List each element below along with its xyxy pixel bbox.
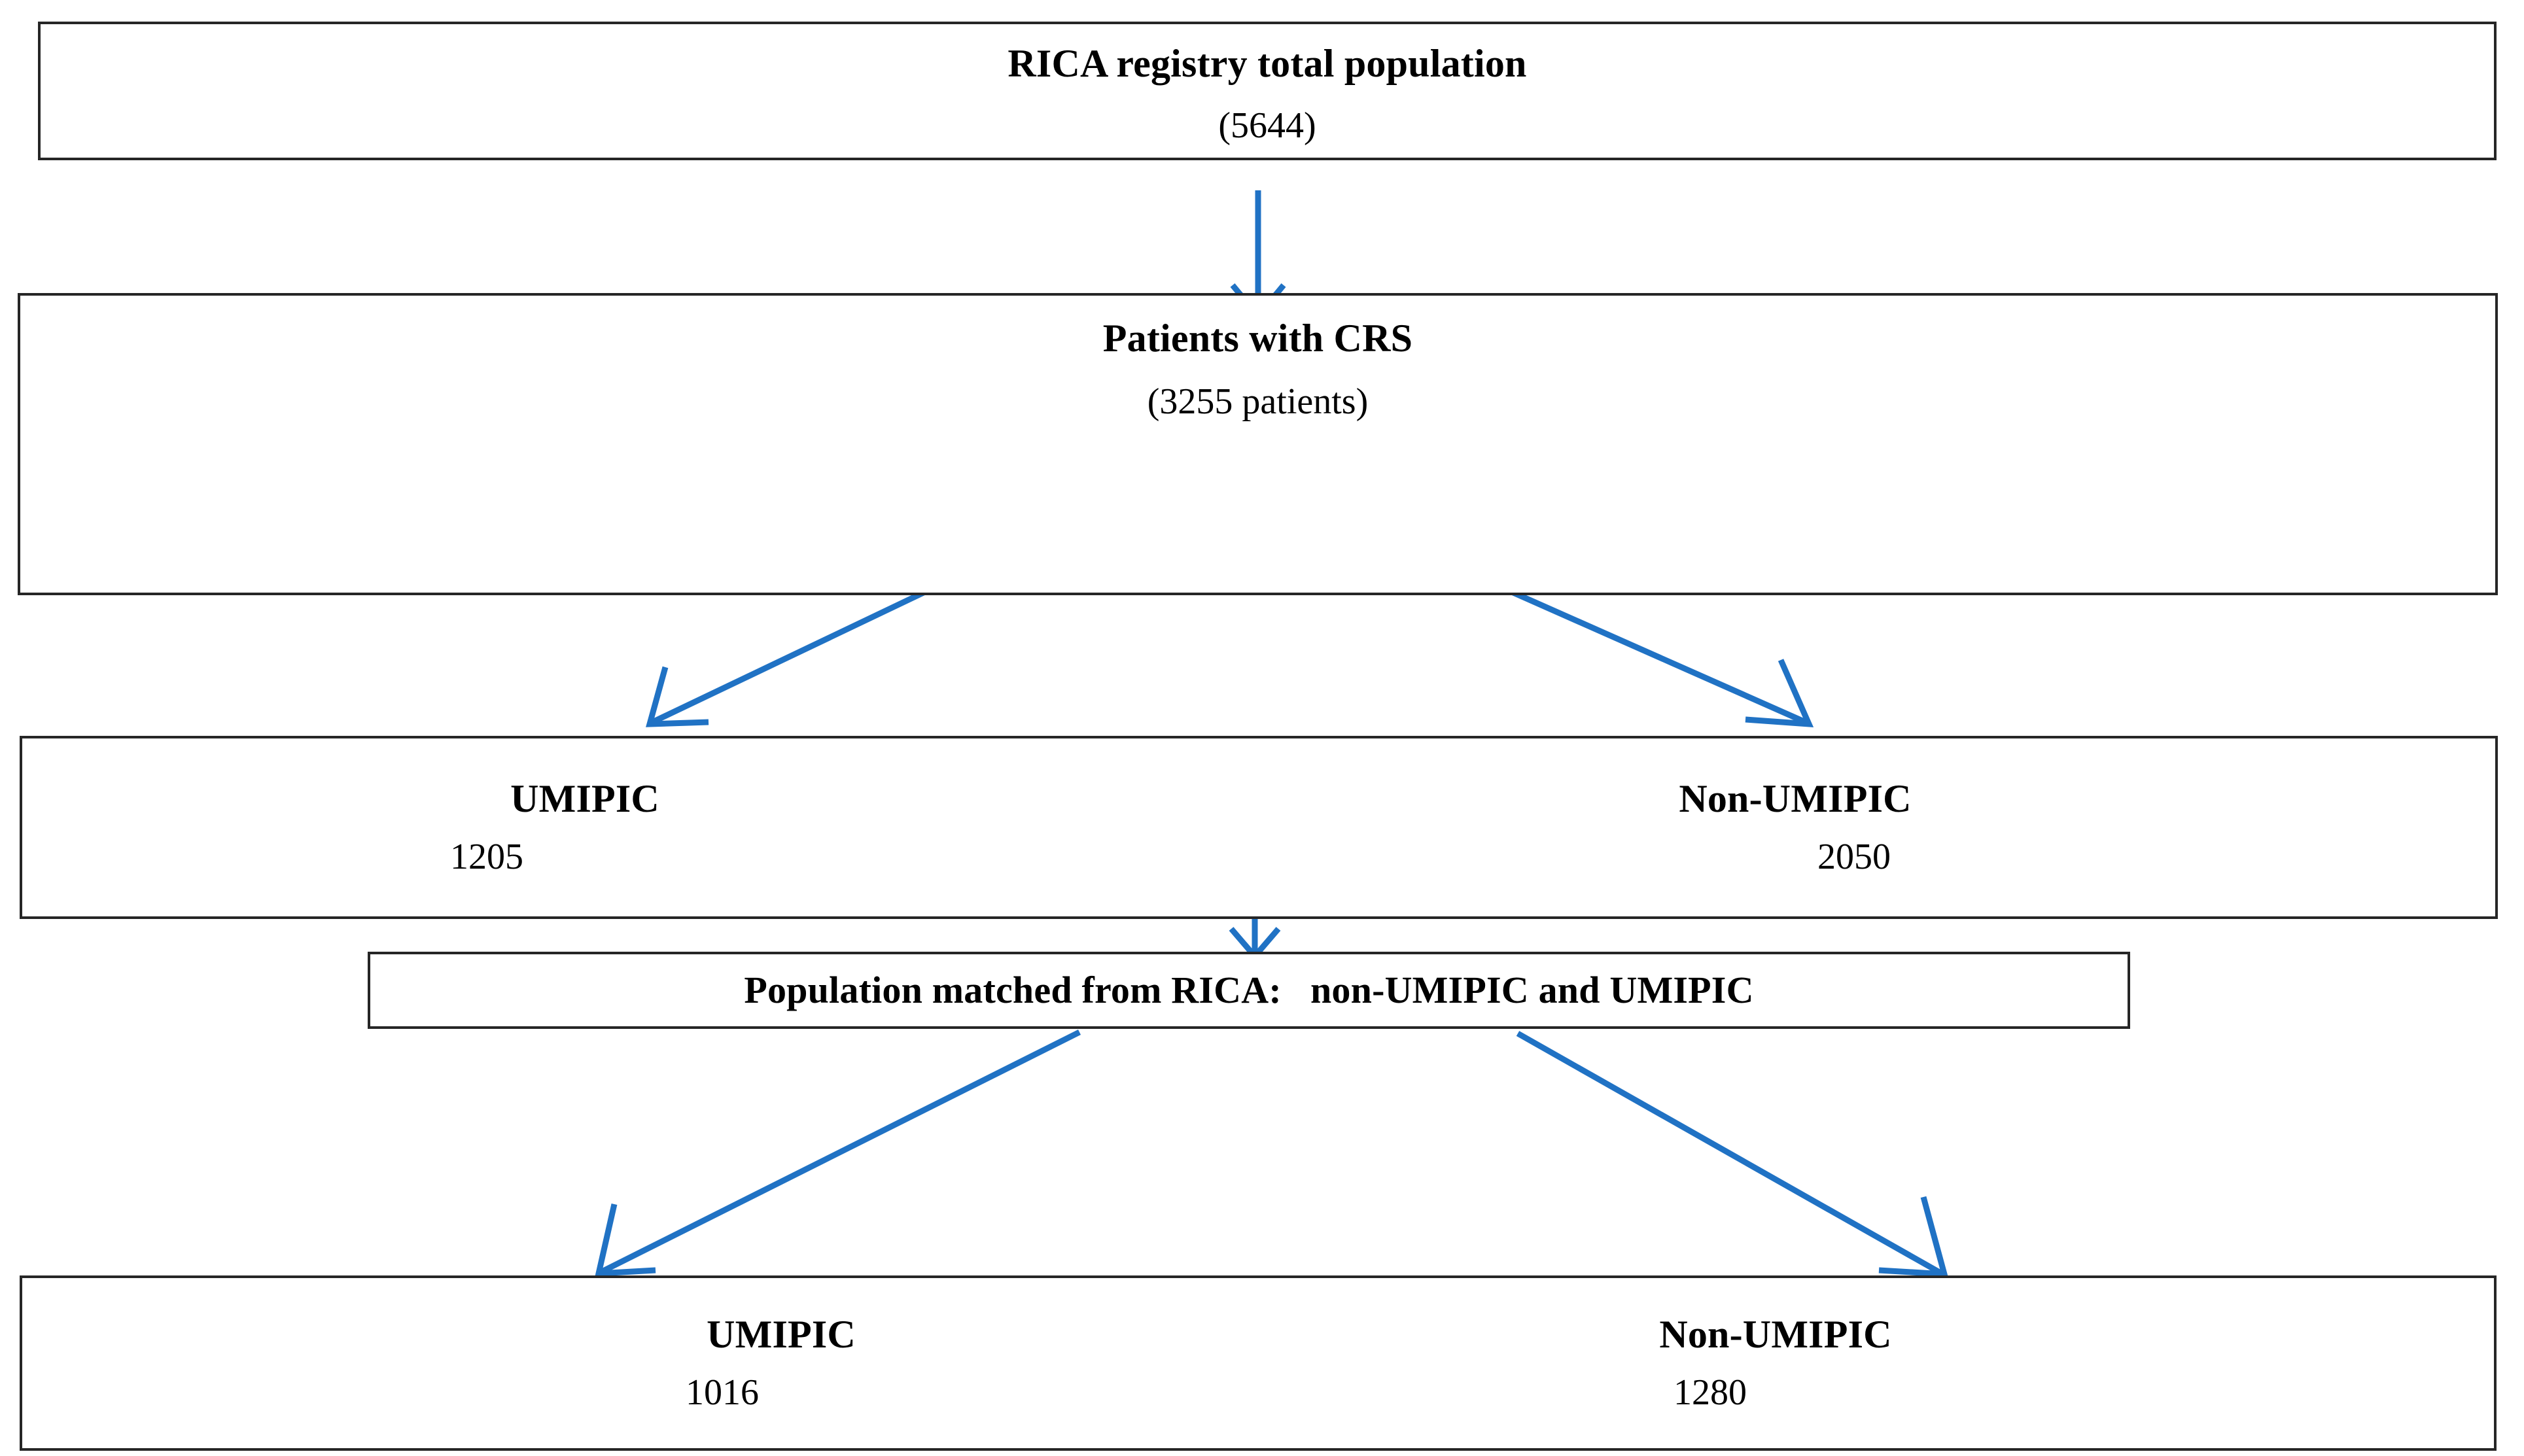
node-final-cohort-non-umipic-count: 1280 bbox=[1674, 1372, 1747, 1413]
arrow-matched-to-non-umipic bbox=[1516, 1031, 1948, 1277]
node-final-cohorts: UMIPIC 1016 Non-UMIPIC 1280 bbox=[20, 1275, 2497, 1451]
node-final-cohort-non-umipic: Non-UMIPIC 1280 bbox=[1416, 1278, 2135, 1448]
node-total-population-content: RICA registry total population (5644) bbox=[41, 24, 2494, 158]
node-split-cohorts: UMIPIC 1205 Non-UMIPIC 2050 bbox=[20, 736, 2498, 919]
node-total-population: RICA registry total population (5644) bbox=[38, 22, 2497, 160]
node-matched-population-content: Population matched from RICA: non-UMIPIC… bbox=[370, 954, 2128, 1026]
node-split-cohort-umipic: UMIPIC 1205 bbox=[264, 738, 905, 916]
arrow-crs-to-umipic bbox=[646, 574, 958, 727]
node-crs-patients-title: Patients with CRS bbox=[1102, 317, 1413, 360]
node-final-cohort-umipic: UMIPIC 1016 bbox=[461, 1278, 1102, 1448]
arrow-crs-to-non-umipic bbox=[1472, 572, 1814, 728]
node-crs-patients-content: Patients with CRS (3255 patients) bbox=[20, 296, 2495, 593]
node-final-cohort-non-umipic-title: Non-UMIPIC bbox=[1659, 1313, 1892, 1357]
node-final-cohorts-content: UMIPIC 1016 Non-UMIPIC 1280 bbox=[22, 1278, 2494, 1448]
node-final-cohort-umipic-count: 1016 bbox=[686, 1372, 759, 1413]
node-crs-patients: Patients with CRS (3255 patients) bbox=[18, 293, 2498, 595]
node-crs-patients-count: (3255 patients) bbox=[1147, 381, 1369, 422]
node-total-population-count: (5644) bbox=[1218, 105, 1316, 147]
node-split-cohort-umipic-count: 1205 bbox=[450, 837, 523, 878]
arrow-matched-to-umipic bbox=[595, 1029, 1081, 1277]
node-matched-population: Population matched from RICA: non-UMIPIC… bbox=[368, 952, 2130, 1029]
node-split-cohort-non-umipic-count: 2050 bbox=[1817, 837, 1891, 878]
node-split-cohort-non-umipic: Non-UMIPIC 2050 bbox=[1435, 738, 2155, 916]
node-split-cohorts-content: UMIPIC 1205 Non-UMIPIC 2050 bbox=[22, 738, 2495, 916]
node-matched-population-title: Population matched from RICA: non-UMIPIC… bbox=[744, 968, 1754, 1011]
node-split-cohort-umipic-title: UMIPIC bbox=[510, 777, 659, 821]
node-final-cohort-umipic-title: UMIPIC bbox=[707, 1313, 856, 1357]
node-total-population-title: RICA registry total population bbox=[1008, 42, 1527, 86]
node-split-cohort-non-umipic-title: Non-UMIPIC bbox=[1679, 777, 1912, 821]
